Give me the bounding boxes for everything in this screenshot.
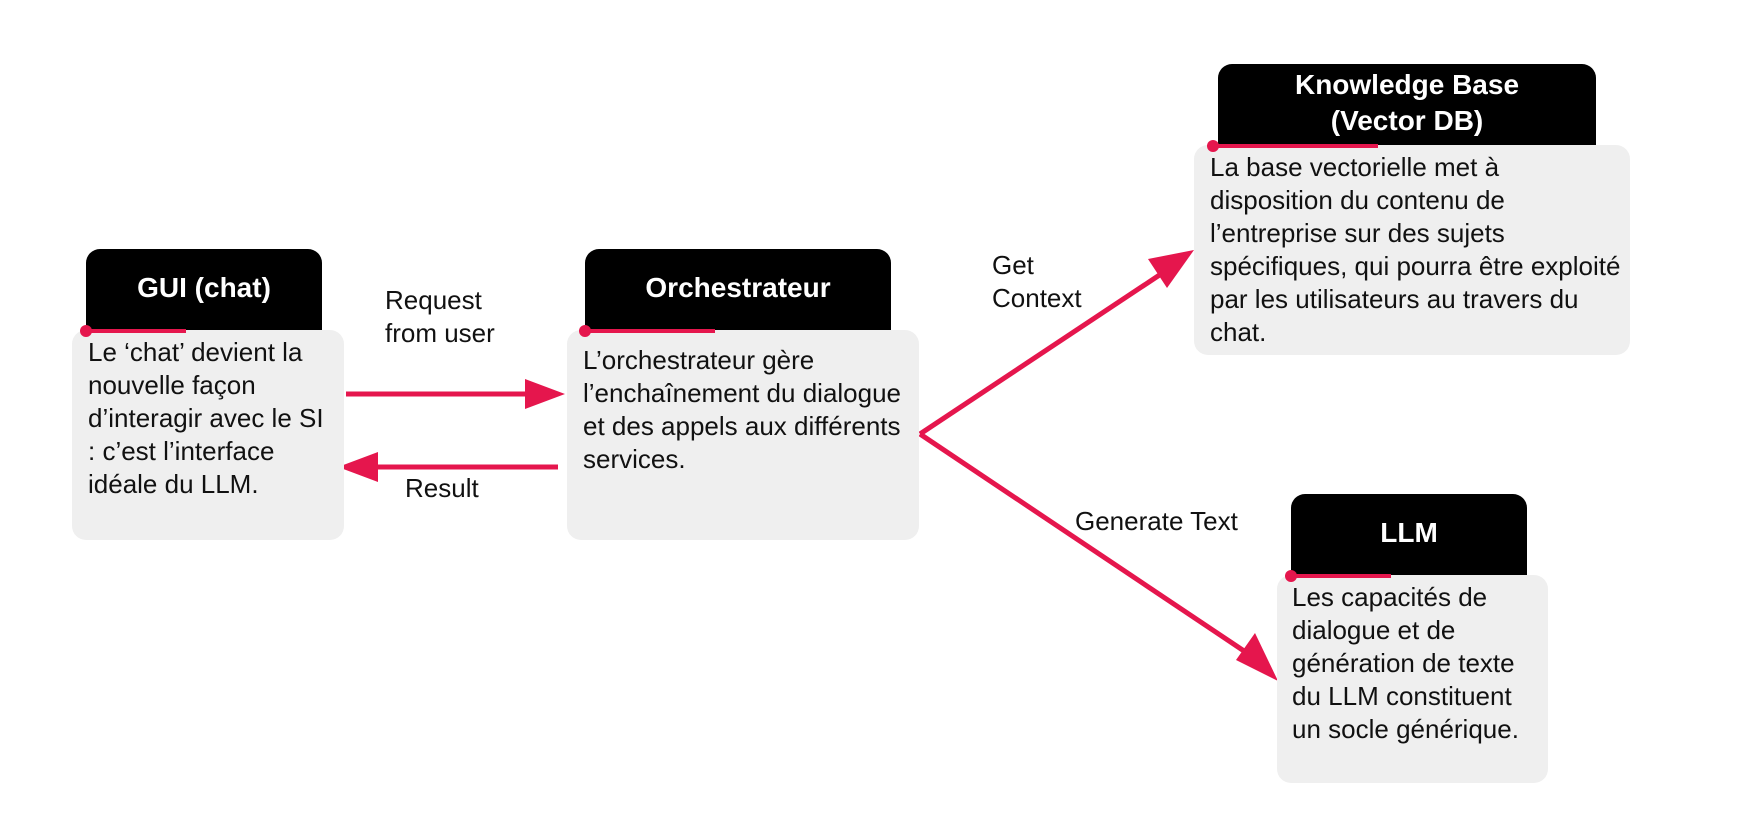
gui-accent-bar [86,329,186,333]
gui-node-title: GUI (chat) [86,249,322,331]
result-edge-label: Result [405,473,479,503]
generate-arrowhead [1236,633,1278,681]
orchestrator-accent-dot [579,325,591,337]
knowledge-base-description: La base vectorielle met à disposition du… [1210,152,1621,347]
llm-accent-dot [1285,570,1297,582]
gui-accent-dot [80,325,92,337]
orchestrator-title-text: Orchestrateur [645,272,831,303]
gui-title-text: GUI (chat) [137,272,271,303]
knowledge-base-node-body: La base vectorielle met à disposition du… [1194,145,1630,355]
request-edge-label: Request from user [385,285,495,348]
orchestrator-node-body: L’orchestrateur gère l’enchaînement du d… [567,330,919,540]
context-arrowhead [1148,250,1194,288]
knowledge-base-accent-dot [1207,140,1219,152]
knowledge-base-accent-bar [1218,144,1378,148]
orchestrator-accent-bar [585,329,715,333]
orchestrator-node-title: Orchestrateur [585,249,891,331]
get-context-edge-label: Get Context [992,250,1082,313]
context-arrow-line [918,269,1166,437]
llm-accent-bar [1291,574,1391,578]
knowledge-base-title-line2: (Vector DB) [1330,105,1484,136]
generate-text-edge-label: Generate Text [1075,506,1238,536]
request-arrowhead [525,379,565,409]
orchestrator-description: L’orchestrateur gère l’enchaînement du d… [583,345,902,474]
gui-description: Le ‘chat’ devient la nouvelle façon d’in… [88,337,324,499]
llm-title-text: LLM [1380,517,1438,548]
llm-node-title: LLM [1291,494,1527,576]
knowledge-base-node-title: Knowledge Base (Vector DB) [1218,64,1596,146]
result-arrowhead [338,452,378,482]
llm-node-body: Les capacités de dialogue et de générati… [1277,575,1548,783]
llm-description: Les capacités de dialogue et de générati… [1292,582,1519,744]
branch-link-line [918,431,1252,658]
gui-node-body: Le ‘chat’ devient la nouvelle façon d’in… [72,330,344,540]
knowledge-base-title-line1: Knowledge Base [1294,69,1520,100]
